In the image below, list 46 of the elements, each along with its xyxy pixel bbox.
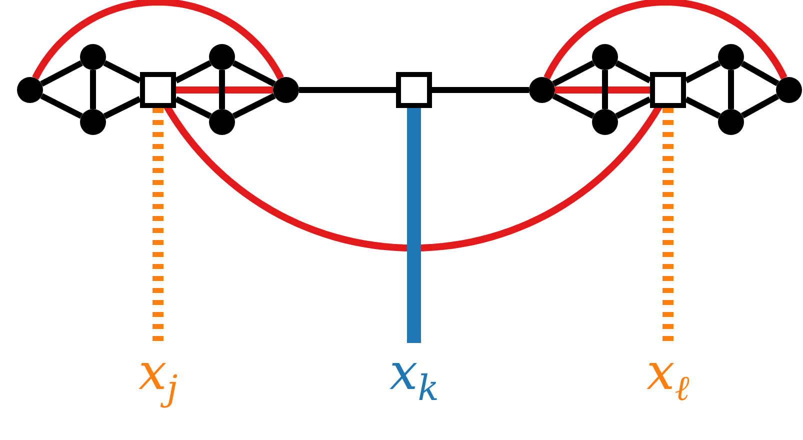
circle-node xyxy=(718,109,744,135)
dashed-line xyxy=(662,108,674,343)
circle-node xyxy=(592,44,618,70)
circle-node xyxy=(529,77,555,103)
square-node xyxy=(396,72,432,108)
edge-line xyxy=(407,108,421,343)
variable-label: x$_{ℓ}$ xyxy=(646,347,690,407)
circle-node xyxy=(209,109,235,135)
circle-node xyxy=(209,44,235,70)
edge-line xyxy=(552,60,595,87)
edge-line xyxy=(90,70,96,109)
edge-line xyxy=(740,94,780,118)
arc-edge xyxy=(544,0,788,80)
edge-line xyxy=(432,87,529,93)
circle-node xyxy=(17,77,43,103)
edge-line xyxy=(174,60,212,84)
circle-node xyxy=(80,44,106,70)
circle-node xyxy=(592,109,618,135)
variable-label: x$_{j}$ xyxy=(138,347,178,407)
arc-edge xyxy=(32,0,284,80)
edge-line xyxy=(176,86,273,94)
edge-line xyxy=(40,93,83,119)
edge-line xyxy=(232,60,276,87)
edge-line xyxy=(299,87,396,93)
edge-line xyxy=(232,93,276,119)
edge-line xyxy=(103,60,142,84)
edge-line xyxy=(174,96,212,119)
edge-line xyxy=(103,96,142,119)
edge-line xyxy=(684,96,721,119)
dashed-line xyxy=(152,108,164,343)
circle-node xyxy=(273,77,299,103)
edge-line xyxy=(219,70,225,109)
edge-line xyxy=(555,86,650,94)
circle-node xyxy=(776,77,802,103)
square-node xyxy=(140,72,176,108)
circle-node xyxy=(80,109,106,135)
edge-line xyxy=(740,60,780,86)
square-node xyxy=(650,72,686,108)
edge-line xyxy=(728,70,734,109)
edge-line xyxy=(552,93,595,119)
edge-line xyxy=(684,60,721,84)
variable-label: x$_{k}$ xyxy=(390,347,439,407)
circle-node xyxy=(718,44,744,70)
edge-line xyxy=(40,60,83,87)
edge-line xyxy=(615,96,652,119)
edge-line xyxy=(615,60,652,84)
